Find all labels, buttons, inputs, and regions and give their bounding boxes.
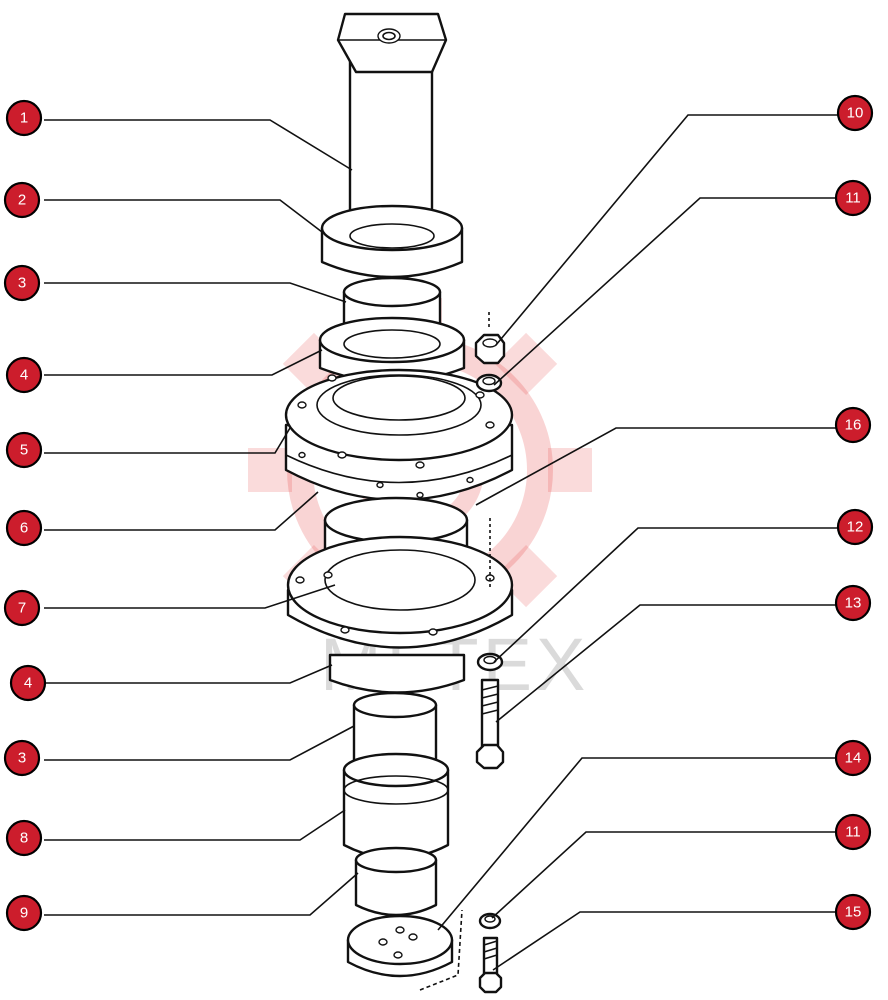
- callout-badge: 4: [5, 356, 43, 394]
- callout-badge: 6: [5, 509, 43, 547]
- callout-label: 2: [18, 192, 26, 209]
- gear-tooth: [248, 448, 292, 492]
- part-top-collar: [320, 204, 464, 279]
- part-bushing: [342, 752, 450, 860]
- callout-badge: 13: [834, 584, 872, 622]
- part-bottom-plate: [346, 914, 454, 978]
- callout-badge: 1: [5, 99, 43, 137]
- hex-bolt: [475, 678, 505, 770]
- callout-badge: 2: [3, 181, 41, 219]
- callout-label: 4: [24, 675, 32, 692]
- gear-tooth: [548, 448, 592, 492]
- hex-nut: [474, 333, 506, 365]
- callout-label: 10: [847, 105, 864, 122]
- callout-badge: 10: [836, 94, 874, 132]
- callout-label: 12: [847, 519, 864, 536]
- callout-badge: 14: [834, 739, 872, 777]
- callout-badge: 3: [3, 264, 41, 302]
- callout-label: 7: [18, 600, 26, 617]
- callout-badge: 4: [9, 664, 47, 702]
- callout-badge: 15: [834, 893, 872, 931]
- washer-lower: [476, 652, 504, 672]
- bottom-bolt: [478, 936, 503, 994]
- leader-lines: [44, 114, 838, 971]
- callout-label: 16: [845, 417, 862, 434]
- washer-bottom: [478, 912, 502, 930]
- callout-label: 3: [18, 750, 26, 767]
- callout-badge: 5: [5, 431, 43, 469]
- callout-badge: 8: [5, 819, 43, 857]
- callout-badge: 9: [5, 894, 43, 932]
- callout-label: 5: [20, 442, 28, 459]
- callout-label: 13: [845, 595, 862, 612]
- callout-label: 1: [20, 110, 28, 127]
- part-lower-seal-ring: [328, 653, 466, 694]
- washer-upper: [475, 373, 503, 393]
- callout-label: 4: [20, 367, 28, 384]
- callouts: 1 2 3 4 5 6 7 4 3 8 9 10 11 16 12 13 14 …: [3, 94, 874, 932]
- callout-label: 11: [845, 190, 861, 207]
- callout-label: 11: [845, 824, 861, 841]
- fasteners: [419, 312, 506, 994]
- callout-badge: 12: [836, 508, 874, 546]
- callout-label: 14: [845, 750, 862, 767]
- callout-label: 3: [18, 275, 26, 292]
- shaft-assembly: [284, 12, 514, 978]
- callout-badge: 3: [3, 739, 41, 777]
- callout-label: 9: [20, 905, 28, 922]
- part-upper-flange: [284, 368, 514, 502]
- gear-tooth: [494, 332, 558, 396]
- callout-label: 15: [845, 904, 862, 921]
- callout-badge: 11: [834, 179, 872, 217]
- callout-badge: 16: [834, 406, 872, 444]
- callout-label: 6: [20, 520, 28, 537]
- part-lower-flange: [286, 535, 514, 649]
- part-lower-shaft: [354, 846, 438, 917]
- callout-label: 8: [20, 830, 28, 847]
- callout-badge: 7: [3, 589, 41, 627]
- callout-badge: 11: [834, 813, 872, 851]
